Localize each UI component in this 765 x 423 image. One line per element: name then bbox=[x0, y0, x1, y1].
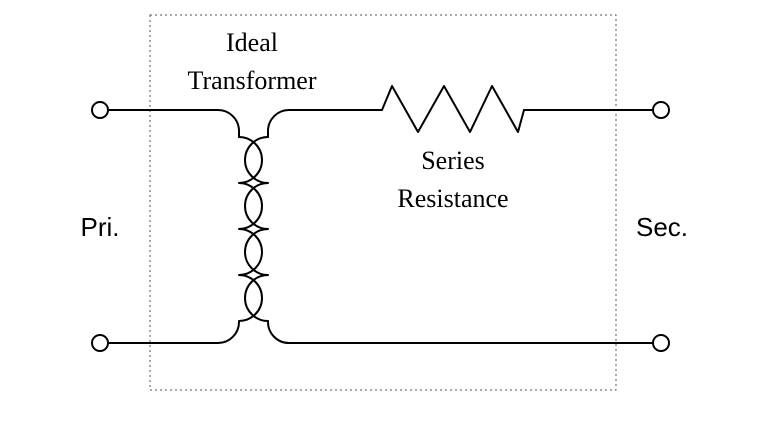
primary-top-wire bbox=[107, 109, 240, 138]
resistor-label-line2: Resistance bbox=[397, 184, 508, 213]
series-resistor bbox=[381, 85, 525, 133]
primary-bottom-wire bbox=[107, 321, 240, 344]
transformer-label-line2: Transformer bbox=[187, 66, 316, 95]
secondary-label: Sec. bbox=[636, 212, 688, 242]
primary-top-terminal bbox=[91, 101, 109, 119]
primary-label: Pri. bbox=[81, 212, 120, 242]
secondary-bottom-terminal bbox=[652, 334, 670, 352]
resistor-label-line1: Series bbox=[421, 146, 485, 175]
primary-winding bbox=[238, 136, 263, 322]
secondary-bottom-wire bbox=[266, 320, 654, 345]
secondary-top-wire bbox=[267, 109, 383, 138]
primary-bottom-terminal bbox=[91, 334, 109, 352]
secondary-winding bbox=[244, 136, 269, 322]
transformer-label-line1: Ideal bbox=[226, 28, 278, 57]
secondary-top-terminal bbox=[652, 101, 670, 119]
